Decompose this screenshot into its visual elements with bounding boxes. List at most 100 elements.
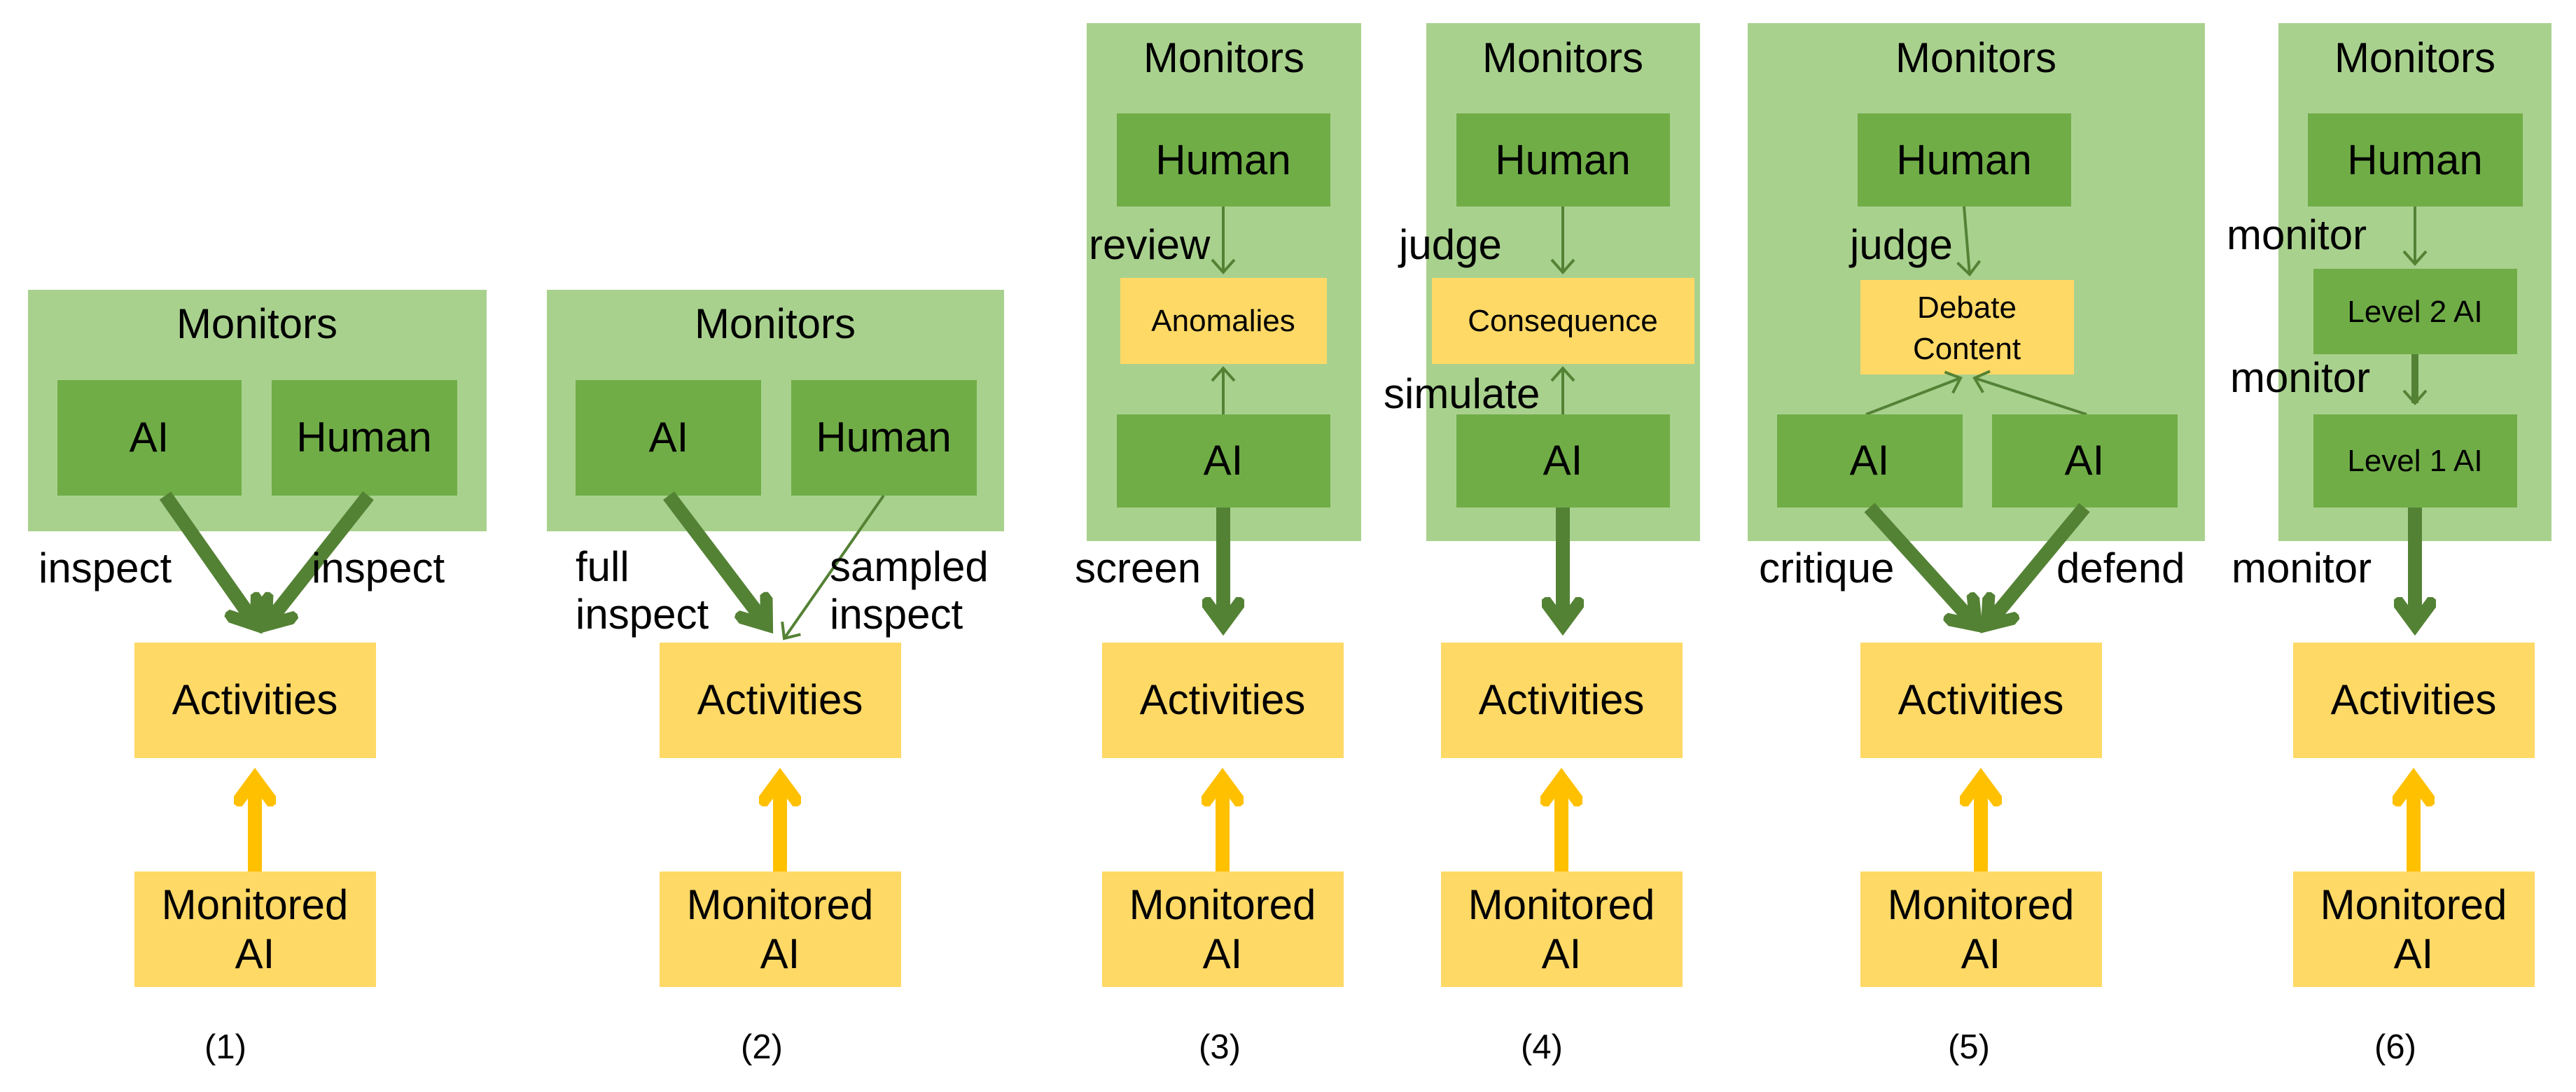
monitors-title: Monitors xyxy=(695,300,856,347)
monitored-ai-box xyxy=(134,872,376,987)
monitor-label-3: monitor xyxy=(2232,545,2372,592)
sampled-inspect-label-line1: sampled xyxy=(830,543,989,590)
monitored-ai-line1: Monitored xyxy=(2320,881,2507,928)
ai-monitor-box xyxy=(1456,414,1670,507)
human-monitor-box xyxy=(1858,113,2071,206)
panel-caption: (4) xyxy=(1521,1028,1563,1066)
left-ai-to-debate-arrow xyxy=(1865,370,1963,416)
human-monitor-label: Human xyxy=(1155,136,1290,183)
monitored-ai-box xyxy=(2293,872,2535,987)
debate-content-box xyxy=(1860,280,2074,374)
left-ai-box xyxy=(1777,414,1963,507)
monitors-title: Monitors xyxy=(1482,34,1643,81)
panel-6: Monitors Human monitor Level 2 AI monito… xyxy=(2227,23,2551,1066)
human-monitor-box xyxy=(791,380,977,496)
monitored-ai-line1: Monitored xyxy=(687,881,874,928)
activities-box xyxy=(1441,643,1683,758)
human-monitor-label: Human xyxy=(1495,136,1630,183)
activities-label: Activities xyxy=(2331,676,2497,723)
activities-box xyxy=(1102,643,1344,758)
activities-label: Activities xyxy=(1898,676,2064,723)
debate-content-line1: Debate xyxy=(1917,290,2017,325)
review-label: review xyxy=(1089,221,1211,268)
inspect-label-left: inspect xyxy=(39,545,172,592)
screen-label: screen xyxy=(1075,545,1201,592)
human-monitor-label: Human xyxy=(1896,136,2031,183)
left-ai-label: AI xyxy=(1850,437,1890,484)
monitored-ai-line1: Monitored xyxy=(1129,881,1316,928)
simulate-label: simulate xyxy=(1384,370,1540,417)
human-monitor-box xyxy=(1456,113,1670,206)
monitors-title: Monitors xyxy=(1143,34,1304,81)
panel-caption: (1) xyxy=(204,1028,246,1066)
ai-monitor-box xyxy=(57,380,242,496)
human-monitor-label: Human xyxy=(816,414,951,461)
activities-box xyxy=(1860,643,2102,758)
monitored-ai-line2: AI xyxy=(235,930,275,977)
monitors-title: Monitors xyxy=(1895,34,2056,81)
judge-label: judge xyxy=(1398,221,1502,268)
ai-monitor-label: AI xyxy=(649,414,689,461)
full-inspect-arrow xyxy=(663,491,767,625)
monitored-ai-line2: AI xyxy=(2394,930,2434,977)
activities-box xyxy=(134,643,376,758)
panel-1: Monitors AI Human inspect inspect Activi… xyxy=(28,290,487,1066)
defend-label: defend xyxy=(2056,545,2185,592)
monitored-ai-line1: Monitored xyxy=(1888,881,2075,928)
monitored-ai-box xyxy=(1441,872,1683,987)
debate-content-line2: Content xyxy=(1913,332,2021,366)
human-monitor-box xyxy=(1117,113,1330,206)
monitored-ai-line2: AI xyxy=(760,930,800,977)
right-ai-box xyxy=(1992,414,2178,507)
level-1-ai-box xyxy=(2313,414,2517,507)
monitor-label-1: monitor xyxy=(2227,211,2367,258)
judge-label: judge xyxy=(1849,221,1953,268)
panel-caption: (3) xyxy=(1199,1028,1241,1066)
activities-label: Activities xyxy=(1479,676,1645,723)
panel-caption: (2) xyxy=(741,1028,783,1066)
human-monitor-box xyxy=(272,380,457,496)
panel-caption: (5) xyxy=(1948,1028,1990,1066)
monitored-ai-box xyxy=(1102,872,1344,987)
sampled-inspect-label-line2: inspect xyxy=(830,591,963,638)
monitors-title: Monitors xyxy=(176,300,337,347)
level-2-ai-label: Level 2 AI xyxy=(2347,295,2482,329)
defend-arrow xyxy=(1987,503,2090,625)
activities-box xyxy=(660,643,901,758)
monitored-ai-box xyxy=(660,872,901,987)
ai-inspect-arrow xyxy=(159,491,256,625)
anomalies-label: Anomalies xyxy=(1151,304,1295,338)
sampled-inspect-arrow xyxy=(781,494,885,640)
activities-box xyxy=(2293,643,2535,758)
human-monitor-box xyxy=(2308,113,2523,206)
judge-arrow xyxy=(1956,206,1982,277)
monitored-ai-box xyxy=(1860,872,2102,987)
inspect-label-right: inspect xyxy=(312,545,445,592)
right-ai-to-debate-arrow xyxy=(1972,370,2087,416)
monitored-ai-line2: AI xyxy=(1961,930,2001,977)
panel-caption: (6) xyxy=(2374,1028,2416,1066)
ai-monitor-box xyxy=(576,380,761,496)
monitored-ai-line1: Monitored xyxy=(1468,881,1655,928)
human-inspect-arrow xyxy=(266,491,374,625)
monitored-ai-line2: AI xyxy=(1542,930,1582,977)
activities-label: Activities xyxy=(172,676,338,723)
panel-2: Monitors AI Human full inspect sampled i… xyxy=(547,290,1004,1066)
level-2-ai-box xyxy=(2313,269,2517,354)
level-1-ai-label: Level 1 AI xyxy=(2347,444,2482,478)
activities-label: Activities xyxy=(697,676,863,723)
critique-label: critique xyxy=(1759,545,1894,592)
monitored-ai-line2: AI xyxy=(1203,930,1243,977)
monitors-title: Monitors xyxy=(2334,34,2495,81)
panel-3: Monitors Human review Anomalies AI scree… xyxy=(1075,23,1361,1066)
ai-monitor-box xyxy=(1117,414,1330,507)
monitor-label-2: monitor xyxy=(2230,354,2370,401)
human-monitor-label: Human xyxy=(296,414,431,461)
full-inspect-label-line1: full xyxy=(576,543,629,590)
anomalies-box xyxy=(1120,278,1327,364)
full-inspect-label-line2: inspect xyxy=(576,591,709,638)
consequence-label: Consequence xyxy=(1468,304,1658,338)
consequence-box xyxy=(1432,278,1694,364)
right-ai-label: AI xyxy=(2065,437,2105,484)
